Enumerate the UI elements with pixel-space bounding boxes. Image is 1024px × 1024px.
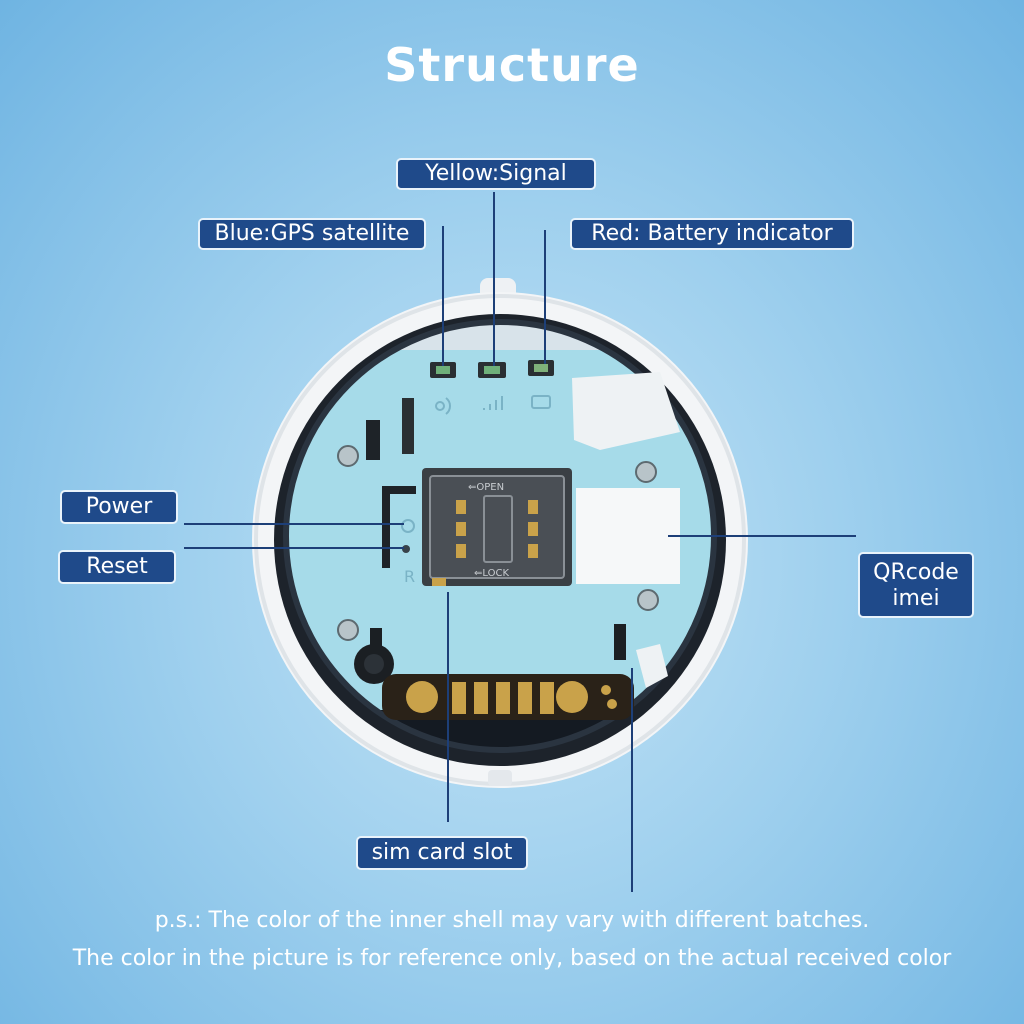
label-blue-gps: Blue:GPS satellite — [198, 218, 426, 250]
top-sticker — [572, 372, 680, 450]
sim-lock-text: ⇐LOCK — [474, 568, 509, 579]
reset-mark: R — [404, 567, 415, 586]
label-power: Power — [60, 490, 178, 524]
bottom-connector — [354, 624, 668, 720]
board-icons — [435, 395, 551, 415]
note-line-1: p.s.: The color of the inner shell may v… — [154, 908, 870, 933]
qr-sticker — [576, 488, 680, 584]
page-title: Structure — [384, 38, 640, 92]
label-reset: Reset — [58, 550, 176, 584]
label-sim-slot: sim card slot — [356, 836, 528, 870]
left-components — [337, 398, 659, 641]
label-yellow-signal: Yellow:Signal — [396, 158, 596, 190]
label-qrcode-imei: QRcode imei — [858, 552, 974, 618]
label-red-battery: Red: Battery indicator — [570, 218, 854, 250]
label-qrcode-line1: QRcode — [873, 560, 959, 585]
led-indicators — [430, 360, 554, 378]
leader-lines — [184, 192, 856, 892]
sim-slot: ⇐OPEN ⇐LOCK — [422, 468, 572, 586]
note-line-2: The color in the picture is for referenc… — [72, 946, 952, 971]
label-qrcode-line2: imei — [892, 586, 940, 611]
sim-open-text: ⇐OPEN — [468, 482, 504, 493]
